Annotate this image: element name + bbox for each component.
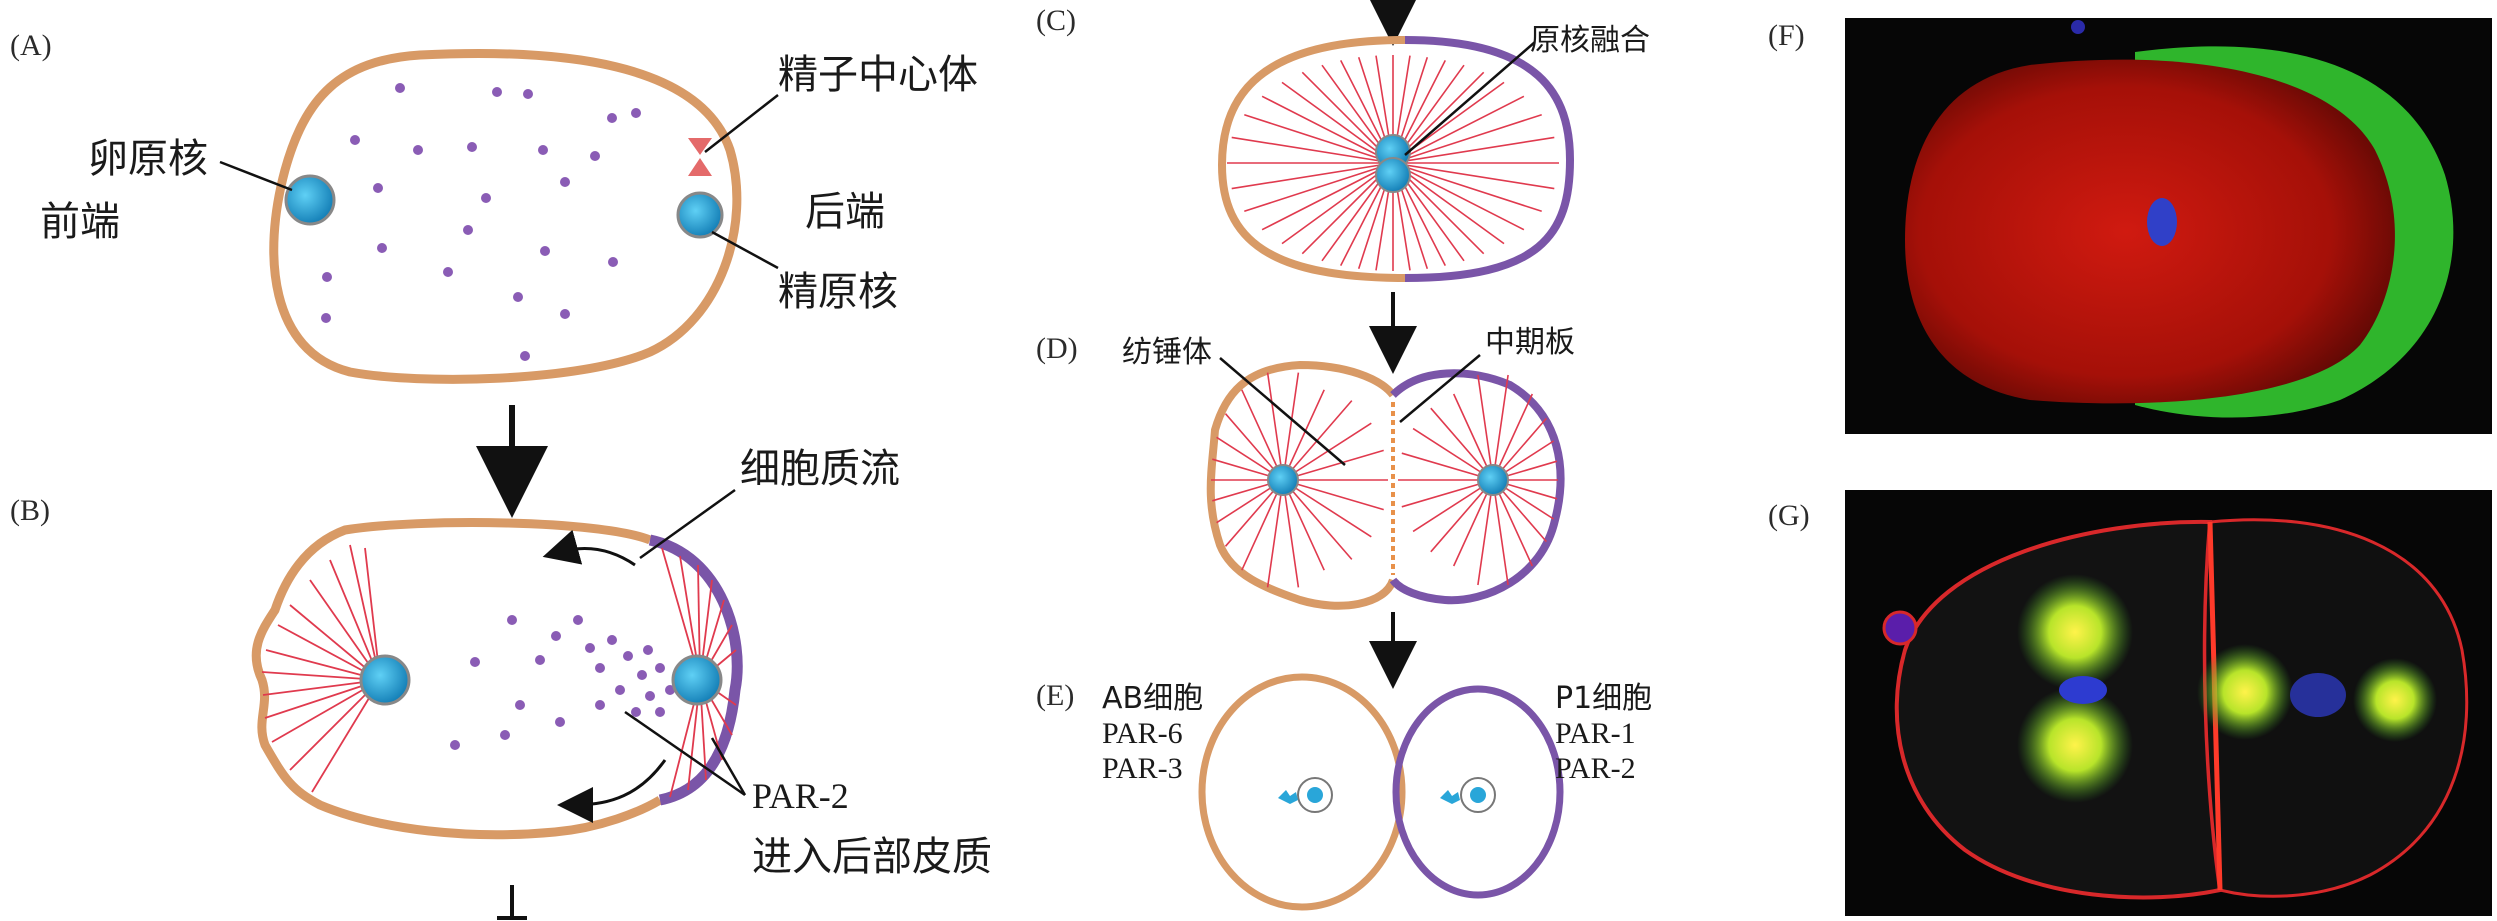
panel-e: (E) AB细胞 PAR-6 PAR-3 P1细胞 PAR-1 PAR-2 <box>1036 673 1652 911</box>
cell-a-outline <box>269 48 742 384</box>
sperm-pronucleus-b <box>671 654 723 706</box>
sperm-pronucleus-label: 精原核 <box>778 269 898 315</box>
microtubule <box>1282 479 1353 560</box>
egg-pronucleus-b <box>359 654 411 706</box>
panel-b: (B) <box>10 446 992 920</box>
panel-b-label: (B) <box>10 494 50 527</box>
cell-b-outline <box>251 518 663 840</box>
panel-g: (G) <box>1768 490 2492 916</box>
microtubule <box>1282 449 1384 481</box>
cytoplasmic-granules-a <box>321 83 641 361</box>
ab-cell-label: AB细胞 <box>1102 681 1203 716</box>
spindle-anterior-microtubules <box>1211 372 1388 588</box>
p1-cell-label: P1细胞 <box>1555 681 1652 716</box>
cell-d-posterior-cortex <box>1389 369 1565 605</box>
flow-arrow-top <box>542 529 636 567</box>
microtubule <box>1266 372 1284 481</box>
microtubule <box>1282 422 1372 481</box>
ab-par6-label: PAR-6 <box>1102 717 1183 750</box>
microtubule <box>1281 81 1394 164</box>
ab-par3-label: PAR-3 <box>1102 752 1183 785</box>
p1-par1-label: PAR-1 <box>1555 717 1636 750</box>
microtubule <box>1282 479 1384 511</box>
panel-d-label: (D) <box>1036 332 1078 365</box>
panel-a-label: (A) <box>10 29 52 62</box>
microtubule <box>1392 136 1555 164</box>
microtubule <box>1282 372 1300 481</box>
p1-cell-outline <box>1392 685 1564 899</box>
panel-d: (D) 纺锤体 中期板 <box>1036 325 1575 689</box>
p1-cell-nucleus <box>1440 777 1496 813</box>
panel-g-label: (G) <box>1768 499 1810 532</box>
panel-e-label: (E) <box>1036 679 1074 712</box>
panel-f-label: (F) <box>1768 19 1805 52</box>
fused-pronuclei-c <box>1375 134 1411 193</box>
sperm-centrosome-label: 精子中心体 <box>778 52 978 98</box>
p1-par2-label: PAR-2 <box>1555 752 1636 785</box>
flow-arrow-bottom <box>557 759 667 823</box>
pronuclear-fusion-label: 原核融合 <box>1530 23 1650 58</box>
microtubule <box>1261 95 1394 164</box>
microtubule <box>1231 162 1394 190</box>
microtubule <box>1244 113 1394 164</box>
micrograph-g-aster-bottom <box>2017 687 2133 803</box>
spindle-pole-anterior <box>1267 464 1299 496</box>
microtubule <box>1282 479 1300 588</box>
cytoplasmic-flow-label: 细胞质流 <box>740 446 900 492</box>
micrograph-f-nucleus <box>2147 198 2177 246</box>
sperm-centrosome-a <box>688 138 712 176</box>
microtubule <box>1477 374 1494 481</box>
anterior-label: 前端 <box>40 199 120 245</box>
cell-c-anterior-outline <box>1217 36 1406 282</box>
microtubule <box>1281 162 1394 245</box>
ab-cell-outline <box>1198 673 1406 911</box>
sperm-pronucleus-a <box>676 191 724 239</box>
cell-d-anterior-outline <box>1206 360 1397 610</box>
panel-a: (A) 卵原核 前端 精子中心体 后端 精原核 <box>10 29 978 518</box>
microtubule <box>1392 162 1542 213</box>
microtubule <box>1392 162 1555 190</box>
microtubule <box>1282 389 1325 481</box>
microtubule <box>1392 95 1525 164</box>
microtubule <box>1477 479 1494 586</box>
microtubule <box>1266 479 1284 588</box>
micrograph-g-polar-body <box>1882 610 1918 646</box>
enters-cortex-label: 进入后部皮质 <box>752 834 992 880</box>
microtubule <box>1231 136 1394 164</box>
ab-cell-nucleus <box>1278 777 1333 813</box>
posterior-cortex-b <box>648 534 743 806</box>
panel-c: (C) 原核融合 <box>1036 0 1650 374</box>
panel-c-label: (C) <box>1036 4 1076 37</box>
micrograph-g-dna-p1 <box>2290 673 2346 717</box>
micrograph-g-aster-p1-left <box>2197 644 2293 740</box>
micrograph-g-aster-p1-right <box>2353 658 2437 742</box>
microtubule <box>1492 479 1509 586</box>
metaphase-plate-label: 中期板 <box>1485 325 1575 360</box>
microtubule <box>1241 479 1284 571</box>
panel-f: (F) <box>1768 18 2492 434</box>
egg-pronucleus-a <box>284 174 336 226</box>
microtubule <box>1282 479 1372 538</box>
posterior-label: 后端 <box>805 189 885 235</box>
micrograph-g-dna-ab <box>2059 676 2107 704</box>
microtubule <box>1261 162 1394 231</box>
microtubule <box>1244 162 1394 213</box>
micrograph-f-speck <box>2071 20 2085 34</box>
cell-c-posterior-cortex <box>1404 36 1575 282</box>
microtubule <box>1282 479 1325 571</box>
egg-pronucleus-label: 卵原核 <box>88 136 208 182</box>
microtubule <box>1392 162 1525 231</box>
spindle-label: 纺锤体 <box>1122 335 1212 370</box>
par2-label: PAR-2 <box>752 776 849 816</box>
microtubule <box>1392 162 1505 245</box>
micrograph-g-aster-top <box>2017 574 2133 690</box>
microtubule <box>1392 113 1542 164</box>
spindle-pole-posterior <box>1477 464 1509 496</box>
cytoplasmic-granules-b <box>450 615 675 750</box>
microtubule <box>1492 374 1509 481</box>
microtubule <box>1241 389 1284 481</box>
